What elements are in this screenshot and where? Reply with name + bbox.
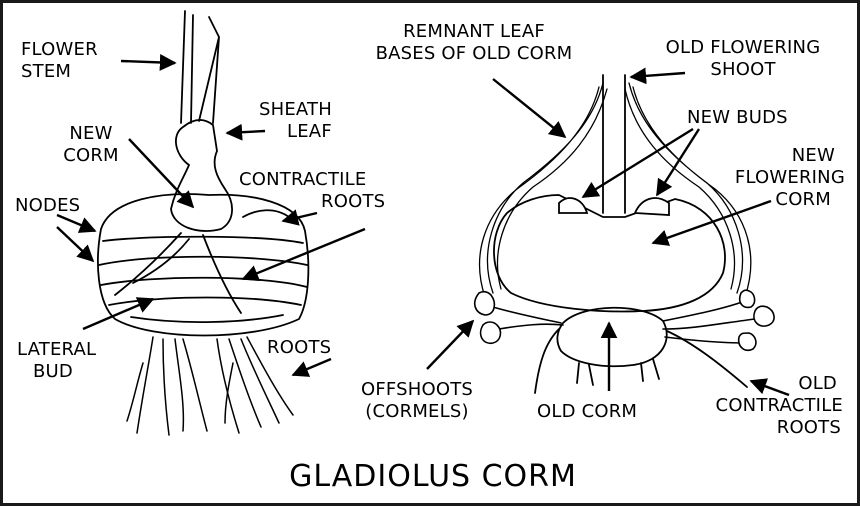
old-contractile-root-left [534, 328, 560, 394]
arrow-flower-stem [120, 54, 177, 71]
label-flower-stem: FLOWER STEM [21, 39, 98, 82]
arrow-contractile-roots-2 [241, 227, 366, 282]
arrow-new-buds-2 [655, 128, 701, 197]
label-sheath-leaf: SHEATH LEAF [259, 99, 332, 142]
arrow-old-contractile-roots [749, 378, 790, 397]
label-remnant-leaf: REMNANT LEAF BASES OF OLD CORM [375, 21, 573, 64]
cormels [473, 289, 775, 352]
new-flowering-corm [493, 194, 726, 313]
label-new-buds: NEW BUDS [687, 107, 788, 128]
label-old-contractile-roots: OLD CONTRACTILE ROOTS [715, 373, 843, 438]
arrow-roots [291, 357, 332, 377]
arrow-nodes-1 [56, 213, 97, 233]
new-bud-right [633, 197, 670, 216]
arrow-nodes-2 [56, 226, 95, 263]
label-roots: ROOTS [267, 337, 332, 358]
contractile-root-3 [132, 238, 190, 284]
arrow-contractile-roots-1 [281, 209, 318, 226]
label-new-corm: NEW CORM [63, 123, 119, 166]
old-corm-shape [556, 306, 668, 368]
label-new-flowering-corm-2: FLOWERING CORM [734, 167, 845, 210]
fibrous-roots [126, 336, 294, 436]
label-lateral-bud: LATERAL BUD [17, 339, 97, 382]
corm-illustration [56, 10, 790, 436]
label-offshoots: OFFSHOOTS (CORMELS) [360, 379, 474, 422]
arrow-new-corm [128, 138, 195, 209]
new-bud-left [558, 197, 589, 214]
old-contractile-root-right [666, 330, 748, 388]
new-corm-shape [170, 119, 233, 232]
old-flowering-shoot [602, 74, 626, 214]
label-contractile-roots: CONTRACTILE ROOTS [239, 169, 386, 212]
remnant-leaf-bases [478, 82, 752, 298]
contractile-root-2 [202, 234, 242, 314]
left-corm-drawing [97, 10, 310, 436]
label-old-flowering-shoot: OLD FLOWERING SHOOT [665, 37, 821, 80]
arrow-offshoots [426, 319, 475, 370]
arrow-old-flowering-shoot [629, 67, 686, 85]
diagram-title: GLADIOLUS CORM [289, 459, 577, 494]
arrow-lateral-bud [82, 297, 155, 331]
flower-stem-shape [180, 10, 220, 124]
right-corm-drawing [473, 74, 775, 394]
arrow-new-buds-1 [581, 127, 694, 199]
arrow-sheath-leaf [225, 123, 266, 141]
arrow-remnant-leaf [492, 78, 567, 139]
arrow-new-flowering-corm [651, 199, 772, 246]
label-arrows [56, 54, 790, 397]
label-old-corm: OLD CORM [537, 401, 638, 422]
label-nodes: NODES [15, 195, 81, 216]
contractile-root-1 [114, 232, 182, 296]
label-new-flowering-corm: NEW [791, 145, 835, 166]
